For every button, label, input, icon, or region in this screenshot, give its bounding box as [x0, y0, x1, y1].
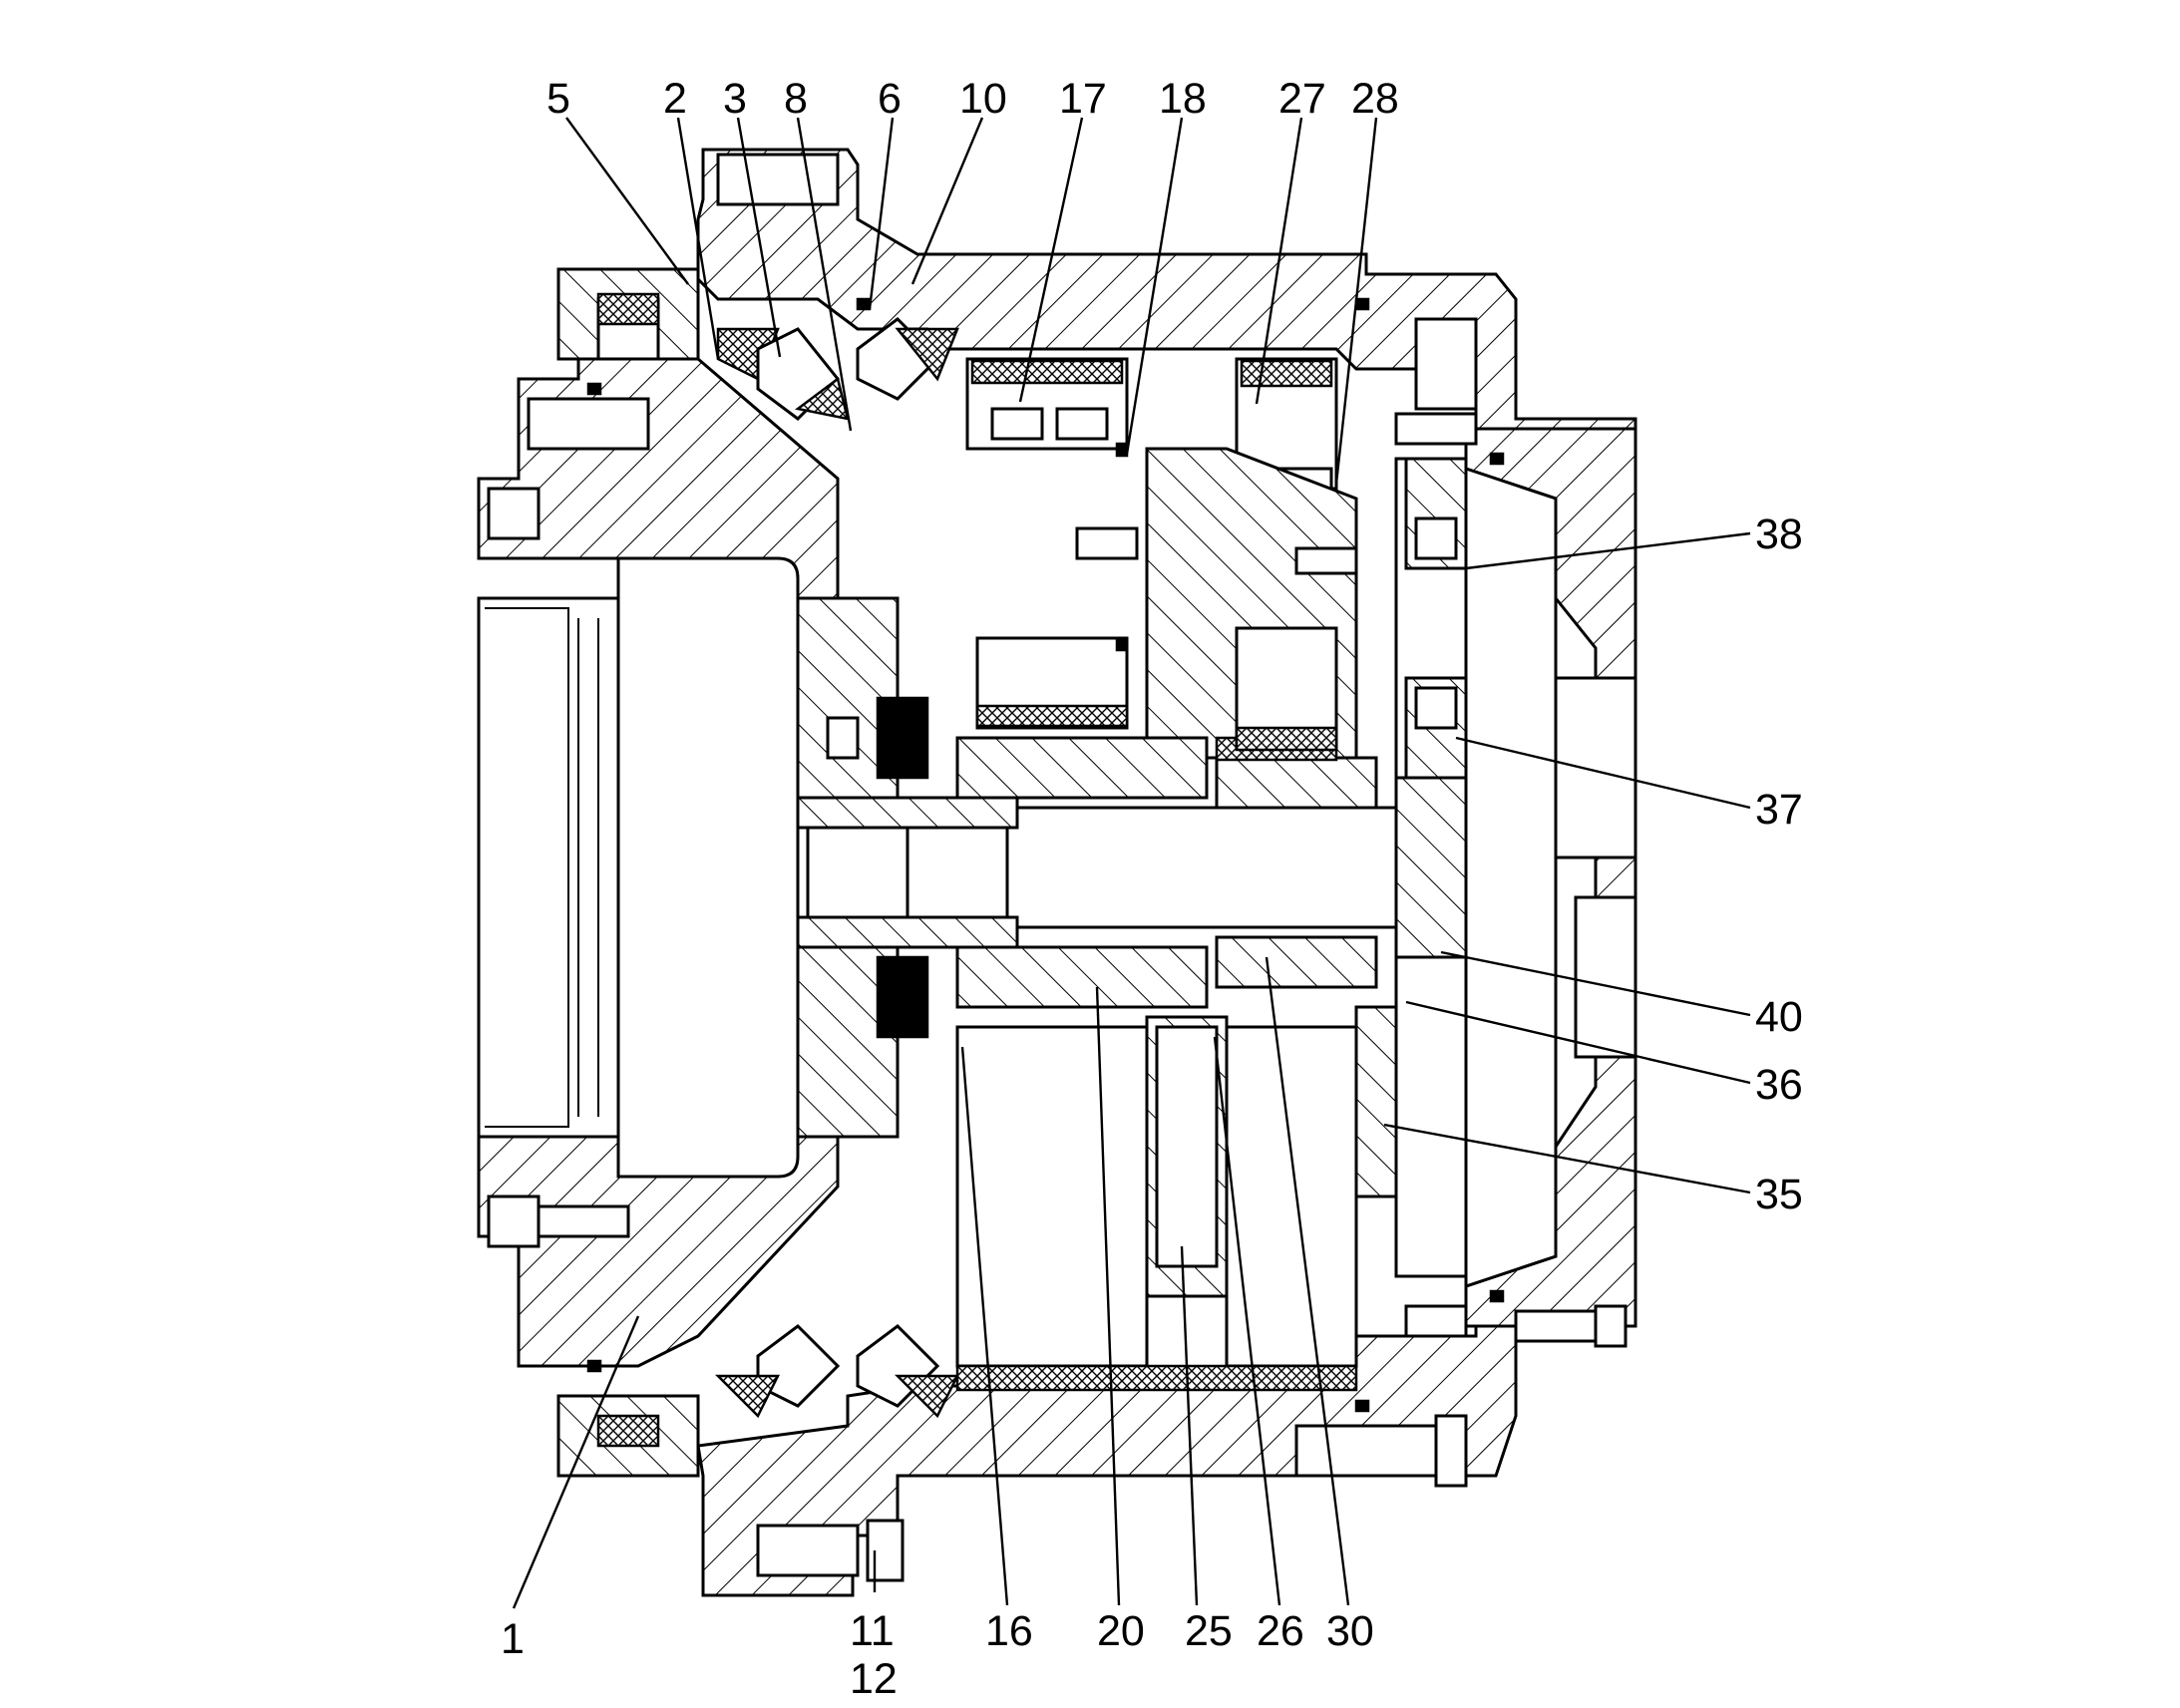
label-2: 2 — [663, 75, 687, 123]
label-38: 38 — [1755, 511, 1803, 558]
label-1: 1 — [501, 1615, 525, 1663]
label-28: 28 — [1351, 75, 1399, 123]
leader-lines — [512, 117, 1751, 1609]
label-20: 20 — [1097, 1607, 1145, 1655]
label-37: 37 — [1755, 786, 1803, 834]
label-12: 12 — [850, 1655, 898, 1703]
fasteners — [487, 153, 1628, 1582]
label-10: 10 — [959, 75, 1007, 123]
end-cover — [1464, 427, 1637, 1328]
label-16: 16 — [985, 1607, 1033, 1655]
brake-assembly — [796, 596, 929, 1139]
label-11: 11 — [850, 1607, 895, 1655]
label-35: 35 — [1755, 1171, 1803, 1218]
label-8: 8 — [784, 75, 808, 123]
label-36: 36 — [1755, 1061, 1803, 1109]
label-18: 18 — [1159, 75, 1207, 123]
upper-needle-bearing — [965, 357, 1129, 451]
label-17: 17 — [1059, 75, 1107, 123]
label-6: 6 — [878, 75, 902, 123]
central-shaft — [796, 776, 1468, 959]
label-5: 5 — [546, 75, 570, 123]
planet-bearing-lower — [1235, 626, 1338, 752]
label-26: 26 — [1257, 1607, 1304, 1655]
label-40: 40 — [1755, 993, 1803, 1041]
output-bearings — [1404, 457, 1468, 780]
lower-bearing-seal-group — [556, 1324, 960, 1478]
label-25: 25 — [1185, 1607, 1233, 1655]
label-3: 3 — [723, 75, 747, 123]
label-30: 30 — [1326, 1607, 1374, 1655]
lower-cavity — [955, 1025, 1358, 1392]
part-labels: 5 2 3 8 6 10 17 18 27 28 38 37 40 36 35 … — [501, 75, 1803, 1703]
label-27: 27 — [1278, 75, 1326, 123]
lower-needle-bearing — [975, 636, 1129, 730]
